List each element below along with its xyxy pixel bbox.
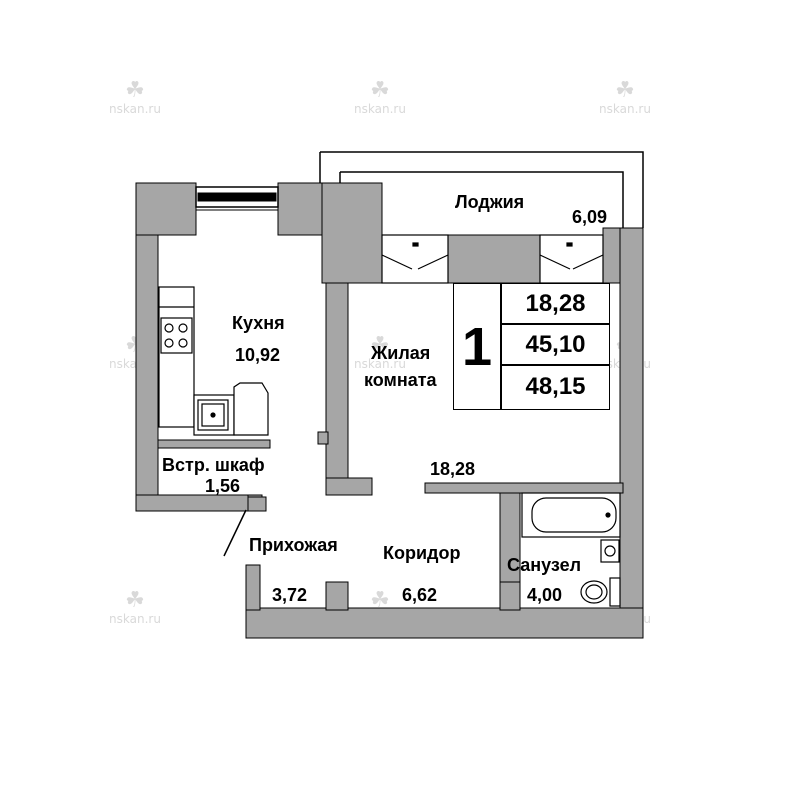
nskan-logo-icon: ☘ <box>370 333 390 358</box>
wall-segment <box>447 234 541 284</box>
wall-segment <box>325 581 349 611</box>
closet-area: 1,56 <box>205 476 241 496</box>
wall-segment <box>325 477 373 496</box>
rooms-count: 1 <box>454 284 502 409</box>
corridor-area: 6,62 <box>402 585 438 605</box>
wall-segment <box>135 234 159 511</box>
wall-segment <box>499 581 521 611</box>
nskan-logo-icon: ☘ <box>125 588 145 613</box>
bathroom-label: Санузел <box>507 555 582 575</box>
watermark: ☘nskan.ru <box>580 78 670 117</box>
entrance-door <box>223 509 247 557</box>
watermark: ☘nskan.ru <box>90 588 180 627</box>
closet-label: Встр. шкаф <box>162 455 265 475</box>
total-with-loggia-value: 48,15 <box>525 372 586 400</box>
living-room-area: 18,28 <box>430 459 476 479</box>
nskan-logo-icon: ☘ <box>125 78 145 103</box>
walls <box>135 182 644 639</box>
wall-segment <box>245 564 261 611</box>
kitchen-label: Кухня <box>232 313 285 333</box>
watermark-text: nskan.ru <box>354 102 406 116</box>
living-room-label-1: Жилая <box>371 343 431 363</box>
nskan-logo-icon: ☘ <box>370 78 390 103</box>
loggia-label: Лоджия <box>455 192 525 212</box>
wall-segment <box>157 439 271 449</box>
corridor-label: Коридор <box>383 543 461 563</box>
watermark: ☘nskan.ru <box>335 78 425 117</box>
wall-segment <box>424 482 624 494</box>
bathroom-fixtures <box>521 492 621 607</box>
wall-segment <box>317 431 329 445</box>
loggia-outline <box>319 151 644 228</box>
watermark-text: nskan.ru <box>109 102 161 116</box>
watermark: ☘nskan.ru <box>335 333 425 372</box>
wall-segment <box>135 494 249 512</box>
watermark: ☘nskan.ru <box>90 78 180 117</box>
wall-segment <box>135 182 197 236</box>
loggia-area: 6,09 <box>572 207 608 227</box>
watermark-text: nskan.ru <box>599 102 651 116</box>
fridge <box>233 382 269 436</box>
wall-segment <box>619 227 644 639</box>
watermark-text: nskan.ru <box>354 357 406 371</box>
kitchen-furniture <box>158 286 269 436</box>
kitchen-area: 10,92 <box>235 345 281 365</box>
living-room-label-2: комната <box>364 370 437 390</box>
living-area-value: 18,28 <box>502 284 609 325</box>
nskan-logo-icon: ☘ <box>615 78 635 103</box>
apartment-summary: 1 18,28 45,10 48,15 <box>453 283 610 410</box>
hallway-label: Прихожая <box>249 535 338 555</box>
kitchen-window <box>195 186 279 211</box>
wall-segment <box>247 496 267 512</box>
kitchen-counter <box>158 286 195 428</box>
wall-segment <box>325 282 349 496</box>
nskan-logo-icon: ☘ <box>370 588 390 613</box>
bathroom-area: 4,00 <box>527 585 563 605</box>
wall-segment <box>245 607 644 639</box>
loggia-doors <box>381 234 604 284</box>
hallway-area: 3,72 <box>272 585 308 605</box>
watermark-text: nskan.ru <box>109 612 161 626</box>
toilet-tank <box>609 577 621 607</box>
stove <box>160 317 193 354</box>
wall-segment <box>321 182 383 284</box>
total-area-value: 45,10 <box>502 325 609 366</box>
